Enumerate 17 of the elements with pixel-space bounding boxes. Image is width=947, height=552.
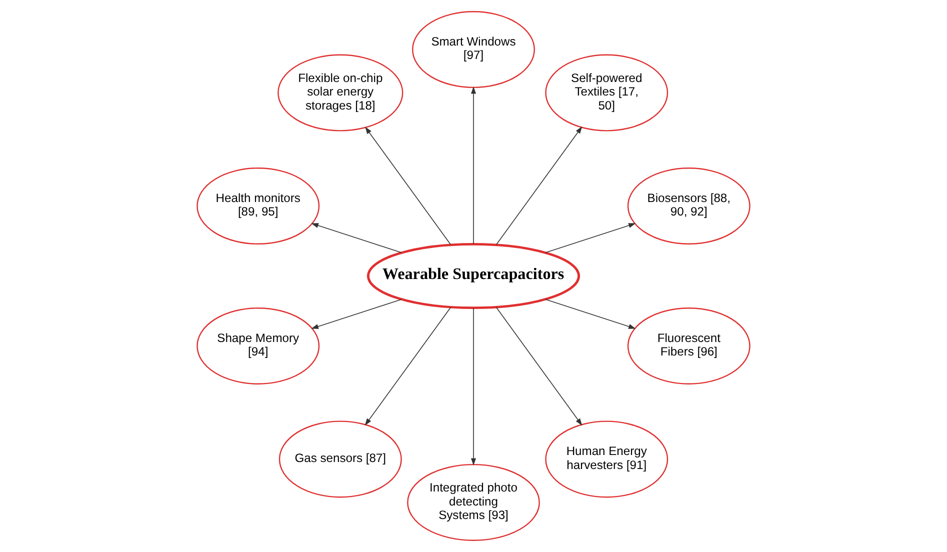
arrow (365, 126, 452, 246)
node-ellipse: Gas sensors [87] (278, 420, 402, 498)
node-ellipse: Smart Windows [97] (412, 11, 535, 88)
arrow (470, 86, 476, 244)
arrow (496, 126, 582, 246)
arrow (311, 223, 402, 253)
node-ellipse: Self-powered Textiles [17, 50] (545, 54, 668, 132)
arrow (545, 299, 636, 329)
arrow (470, 308, 476, 466)
node-ellipse: Integrated photo detecting Systems [93] (407, 464, 540, 541)
node-ellipse: Human Energy harvesters [91] (545, 420, 668, 498)
arrow (545, 223, 636, 253)
arrow (496, 306, 582, 426)
arrow (311, 299, 402, 329)
arrow (364, 306, 452, 426)
node-ellipse: Wearable Supercapacitors (366, 242, 580, 310)
node-ellipse: Flexible on-chip solar energy storages [18] (278, 54, 404, 132)
